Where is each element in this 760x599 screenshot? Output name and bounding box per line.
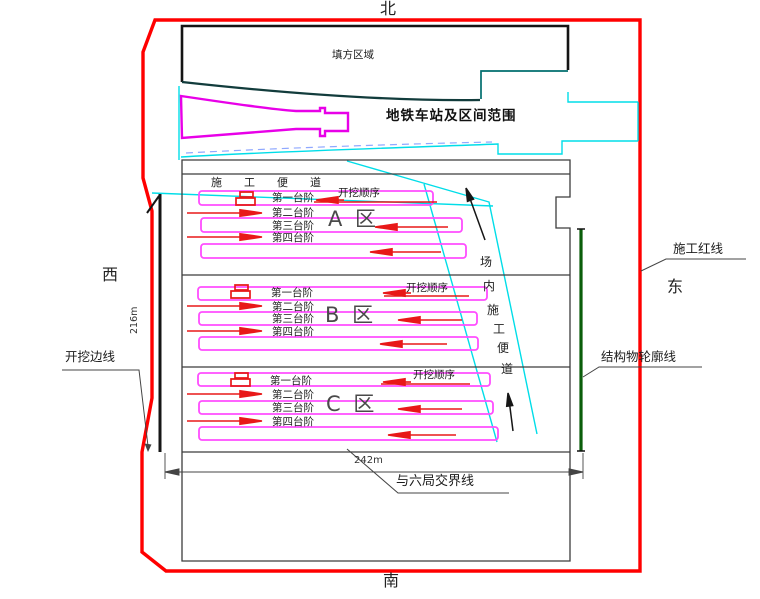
- arrow-left: [379, 339, 403, 349]
- arrow-right: [239, 389, 263, 399]
- compass-south: 南: [383, 571, 400, 590]
- zone-b-step-2: 第二台阶: [272, 301, 314, 313]
- zone-c-step-1: 第一台阶: [270, 375, 312, 387]
- onsite-road-right-edge: [346, 160, 538, 435]
- arrow-left: [369, 247, 393, 257]
- road-direction-arrow: [465, 187, 475, 203]
- red-line-label: 施工红线: [673, 241, 724, 256]
- zone-a-name: A 区: [328, 207, 380, 231]
- red-line-label-leader: [640, 258, 746, 272]
- zone-a-step-2: 第二台阶: [272, 207, 314, 219]
- construction-road-label: 施工便道: [211, 176, 343, 189]
- zone-c-step-2: 第二台阶: [272, 389, 314, 401]
- onsite-road-char: 便: [497, 341, 510, 355]
- dashed-range-line: [185, 141, 493, 154]
- excavation-edge-leader: [62, 369, 149, 447]
- zone-b-sequence-label: 开挖顺序: [406, 282, 448, 294]
- dimension-arrow-right: [568, 468, 584, 476]
- arrow-right: [239, 326, 263, 336]
- zone-c-bar-1: [197, 372, 491, 387]
- zone-c-step-4: 第四台阶: [272, 416, 314, 428]
- zone-c-bar-2: [198, 400, 494, 415]
- zone-b-bar-2: [198, 311, 478, 326]
- onsite-road-char: 工: [493, 322, 506, 336]
- sixth-boundary-leader: [346, 448, 509, 494]
- zone-b-step-4: 第四台阶: [272, 326, 314, 338]
- construction-red-line: [140, 18, 642, 573]
- zone-a-bar-3: [200, 243, 467, 259]
- excavator-symbol: [230, 372, 251, 387]
- excavation-edge-hook: [146, 195, 160, 214]
- fill-area-bottom-curve: [181, 80, 481, 102]
- dimension-arrow-left: [164, 468, 180, 476]
- compass-north: 北: [380, 0, 397, 18]
- zone-b-step-1: 第一台阶: [271, 287, 313, 299]
- zone-b-name: B 区: [325, 303, 377, 327]
- arrow-left: [387, 430, 411, 440]
- onsite-road-char: 内: [483, 279, 496, 293]
- height-dimension-label: 216m: [129, 306, 140, 334]
- metro-station-outline: [179, 94, 350, 140]
- zone-a-step-3: 第三台阶: [272, 220, 314, 232]
- structure-label-leader: [582, 366, 702, 378]
- zone-a-step-4: 第四台阶: [272, 232, 314, 244]
- fill-area-teal-step: [480, 70, 568, 99]
- zone-b-bar-3: [198, 336, 479, 351]
- zone-a-bar-1: [198, 190, 434, 206]
- zone-c-bar-3: [198, 426, 499, 441]
- width-dimension-label: 242m: [354, 455, 383, 466]
- zone-c-sequence-label: 开挖顺序: [413, 369, 455, 381]
- cyan-top-right-corridor: [567, 92, 639, 141]
- excavator-symbol: [230, 284, 251, 299]
- arrow-right: [239, 208, 263, 218]
- zone-b-bar-1: [197, 286, 488, 301]
- cyan-range-bottom: [180, 140, 638, 158]
- compass-west: 西: [102, 265, 119, 284]
- sixth-bureau-boundary-label: 与六局交界线: [396, 474, 475, 489]
- excavation-edge-label: 开挖边线: [65, 349, 116, 364]
- zone-a-bar-2: [200, 217, 463, 233]
- zone-c-name: C 区: [326, 392, 378, 416]
- onsite-road-char: 施: [487, 303, 500, 317]
- excavation-edge-leader-arrow: [144, 443, 152, 452]
- fill-area-outline: [180, 24, 570, 82]
- road-direction-arrow: [505, 392, 514, 408]
- zone-b-step-3: 第三台阶: [272, 313, 314, 325]
- zone-a-step-1: 第一台阶: [272, 192, 314, 204]
- arrow-left: [397, 404, 421, 414]
- arrow-right: [239, 416, 263, 426]
- structure-outline-caps: [577, 228, 585, 452]
- excavator-symbol: [235, 191, 256, 206]
- zone-c-step-3: 第三台阶: [272, 402, 314, 414]
- onsite-road-char: 道: [501, 362, 514, 376]
- arrow-right: [239, 301, 263, 311]
- arrow-right: [239, 232, 263, 242]
- main-frame: [181, 159, 571, 562]
- arrow-left: [397, 315, 421, 325]
- arrow-left: [382, 288, 406, 298]
- structure-outline-label: 结构物轮廓线: [601, 349, 677, 364]
- fill-area-label: 填方区域: [332, 49, 374, 61]
- metro-range-label: 地铁车站及区间范围: [386, 108, 517, 124]
- zone-a-sequence-label: 开挖顺序: [338, 187, 380, 199]
- onsite-road-char: 场: [480, 255, 493, 269]
- compass-east: 东: [667, 277, 684, 296]
